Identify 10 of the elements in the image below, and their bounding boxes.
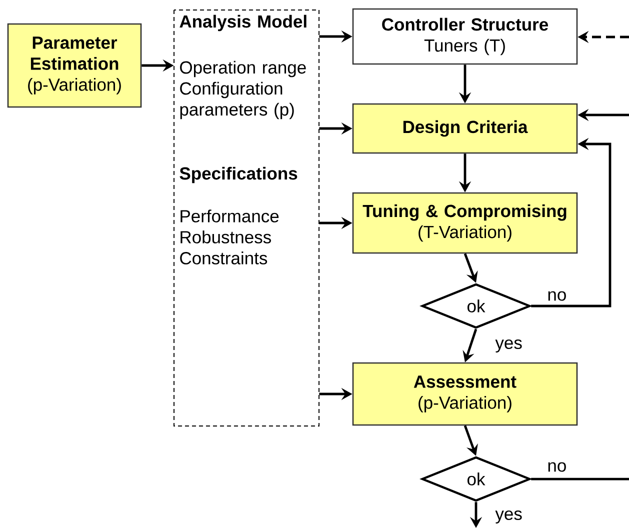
process-box: Parameter Estimation (p-Variation) [7,23,142,108]
edge-label: no [546,290,568,302]
edge-label: yes [494,509,524,525]
dashed-group-box: Analysis Model Operation range Configuration parameters (p) Specifications Performance Robustness Constraints [174,10,320,426]
edge-label: yes [494,338,524,354]
process-box: Design Criteria [352,103,578,154]
edge-label: no [546,461,568,473]
process-box: Controller Structure Tuners (T) [352,8,578,65]
process-box: Tuning & Compromising (T-Variation) [352,192,578,254]
process-box: Assessment (p-Variation) [352,362,578,426]
